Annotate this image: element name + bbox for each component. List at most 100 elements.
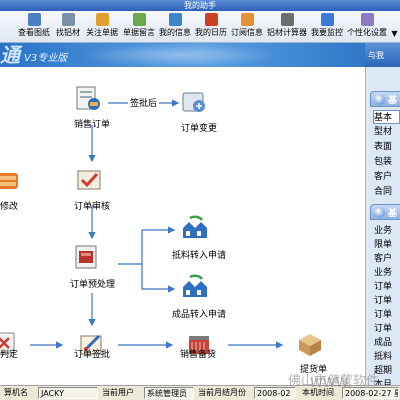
status-bar: 算机名 JACKY 当前用户 系统管理员 当前月结月份 2008-02 本机时间…	[0, 385, 400, 400]
my-calendar-button[interactable]: 我的日历	[193, 12, 229, 42]
order-review-label: 订单审核	[74, 202, 111, 212]
right-header-text: 与我	[368, 51, 384, 60]
sales-issue-label: 销售备货	[180, 350, 217, 360]
toolbar-label: 个性化设置	[347, 28, 387, 37]
modify-label: 修改	[0, 202, 19, 212]
panel-item[interactable]: 成品	[374, 338, 393, 348]
subscribe-info-button[interactable]: 订阅信息	[229, 12, 265, 42]
material-transfer-label: 抵料转入申请	[172, 251, 227, 261]
sales-order-label: 销售订单	[74, 120, 111, 130]
order-change-label: 订单变更	[181, 124, 218, 134]
section-header-basic[interactable]: 基	[370, 91, 400, 107]
calendar-icon	[204, 13, 218, 26]
app-logo: 通	[0, 43, 20, 67]
panel-item[interactable]: 超期	[374, 366, 393, 376]
panel-item[interactable]: 包装	[374, 157, 393, 167]
follow-document-button[interactable]: 关注单据	[84, 12, 120, 42]
toolbar-label: 单据留言	[123, 28, 155, 37]
order-approve-icon[interactable]	[77, 330, 105, 358]
find-aluminum-button[interactable]: 找铝材	[54, 12, 82, 42]
panel-item[interactable]: 订单	[374, 296, 393, 306]
toolbar-label: 我的信息	[159, 28, 191, 37]
watermark-url: WWW.	[310, 376, 352, 391]
section-title: 基	[388, 96, 398, 106]
order-preprocess-label: 订单预处理	[70, 280, 116, 290]
machine-name-value: JACKY	[38, 387, 98, 399]
local-time-label: 本机时间	[302, 388, 334, 397]
right-header: 与我	[365, 43, 400, 67]
toolbar-label: 关注单据	[86, 28, 118, 37]
watermark: 佛山市健蒙软件	[288, 374, 380, 389]
personal-settings-button[interactable]: 个性化设置	[345, 12, 389, 42]
panel-item[interactable]: 客户	[374, 254, 393, 264]
app-banner: 通 V3专业版	[0, 43, 365, 67]
settings-icon	[360, 13, 374, 26]
modify-icon[interactable]	[0, 167, 22, 195]
subscribe-icon	[240, 13, 254, 26]
order-approve-label: 订单签批	[74, 350, 111, 360]
product-transfer-icon[interactable]	[180, 273, 208, 301]
panel-item[interactable]: 订单	[374, 310, 393, 320]
window-title: 我的助手	[184, 1, 216, 10]
collapse-icon	[374, 94, 385, 105]
aluminum-calculator-button[interactable]: 铝材计算器	[265, 12, 309, 42]
section-title: 基	[388, 209, 398, 219]
current-user-label: 当前用户	[102, 388, 134, 397]
panel-item[interactable]: 基本	[373, 110, 400, 124]
material-transfer-icon[interactable]	[180, 214, 208, 242]
judge-label: 判定	[0, 350, 19, 360]
section-header-business[interactable]: 基	[370, 204, 400, 220]
toolbar-label: 订阅信息	[231, 28, 263, 37]
chevron-down-icon: ▼	[391, 29, 398, 38]
toolbar-label: 查看图纸	[18, 28, 50, 37]
edge-preprocess-to-material	[118, 226, 176, 265]
panel-item[interactable]: 本月	[374, 380, 393, 385]
toolbar-label: 我要监控	[311, 28, 343, 37]
machine-name-label: 算机名	[4, 388, 28, 397]
panel-item[interactable]: 抵料	[374, 352, 393, 362]
monitor-button[interactable]: 我要监控	[309, 12, 345, 42]
sales-order-icon[interactable]	[73, 84, 101, 112]
view-drawing-button[interactable]: 查看图纸	[16, 12, 52, 42]
user-info-icon	[168, 13, 182, 26]
calculator-icon	[280, 13, 294, 26]
document-message-button[interactable]: 单据留言	[121, 12, 157, 42]
product-transfer-label: 成品转入申请	[172, 310, 227, 320]
current-month-label: 当前月结月份	[198, 388, 246, 397]
aluminum-icon	[61, 13, 75, 26]
current-user-value: 系统管理员	[144, 387, 194, 399]
order-change-icon[interactable]	[180, 89, 208, 117]
current-month-value: 2008-02	[254, 387, 296, 399]
app-edition: V3专业版	[24, 53, 68, 64]
sales-issue-icon[interactable]	[185, 330, 213, 358]
panel-item[interactable]: 限单	[374, 240, 393, 250]
delivery-note-icon[interactable]	[296, 330, 324, 358]
collapse-icon	[374, 207, 385, 218]
order-review-icon[interactable]	[75, 166, 103, 194]
title-bar: 我的助手	[0, 0, 400, 11]
toolbar-label: 找铝材	[56, 28, 80, 37]
workflow-canvas: 签批后 销售订单 订单变更 修改 订单审核 订单预处理 抵料转入申请 成品转入申…	[0, 67, 365, 385]
panel-item[interactable]: 合同	[374, 187, 393, 197]
panel-item[interactable]: 表面	[374, 142, 393, 152]
panel-item[interactable]: 客户	[374, 172, 393, 182]
my-info-button[interactable]: 我的信息	[157, 12, 193, 42]
panel-item[interactable]: 型材	[374, 127, 393, 137]
panel-item[interactable]: 订单	[374, 324, 393, 334]
edge-preprocess-to-product	[141, 264, 176, 293]
order-preprocess-icon[interactable]	[73, 243, 101, 271]
banner-glow	[80, 43, 280, 67]
panel-item[interactable]: 业务	[374, 268, 393, 278]
local-time-value: 2008-02-27 星期三	[342, 387, 399, 399]
message-icon	[132, 13, 146, 26]
judge-icon[interactable]	[0, 329, 18, 357]
right-panel: 基 基本 型材 表面 包装 客户 合同 基 业务 限单 客户 业务 订单 订单 …	[365, 67, 400, 385]
toolbar-label: 铝材计算器	[267, 28, 307, 37]
blueprint-icon	[27, 13, 41, 26]
toolbar: 查看图纸 找铝材 关注单据 单据留言 我的信息 我的日历 订阅信息 铝材计算器 …	[0, 11, 400, 43]
toolbar-more-button[interactable]: ▼	[389, 12, 400, 42]
panel-item[interactable]: 业务	[374, 226, 393, 236]
edge-label-approved: 签批后	[128, 96, 160, 109]
delivery-note-label: 提货单	[300, 365, 328, 375]
panel-item[interactable]: 订单	[374, 282, 393, 292]
